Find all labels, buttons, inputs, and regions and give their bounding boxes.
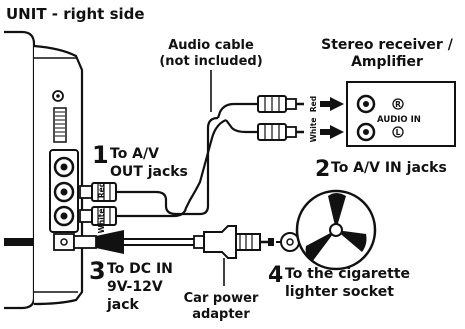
unit-red-label: Red [97,182,106,198]
car-adapter-label-line1: Car power [184,291,259,306]
rca-plugs-receiver [257,95,304,141]
rca-plugs-unit [79,182,117,226]
step-3-line2: 9V-12V [107,279,163,295]
step-3-line3: jack [106,297,140,313]
unit-white-label: White [97,209,106,234]
receiver-panel [346,81,456,147]
step-4-number: 4 [268,263,283,288]
audio-cable-label-line1: Audio cable [168,38,254,53]
receiver-title-line2: Amplifier [351,54,423,70]
audio-cable-label-line2: (not included) [159,54,262,69]
receiver-audio-in-label: AUDIO IN [377,115,421,125]
receiver-title-line1: Stereo receiver / [321,37,454,53]
dc-power-cable [73,230,205,254]
receiver-white-label: White [309,118,318,143]
step-4-line2: lighter socket [285,284,394,300]
av-out-jacks [53,156,75,227]
dc-in-jack [53,233,75,251]
step-1-line1: To A/V [110,146,159,162]
car-power-adapter-plug [203,225,274,286]
car-adapter-label-line2: adapter [192,307,250,322]
diagram-title: UNIT - right side [6,5,145,23]
step-3-number: 3 [89,257,106,285]
step-3-line1: To DC IN [107,261,173,277]
receiver-jack-r-label: R [395,100,401,109]
step-2-number: 2 [315,157,330,182]
receiver-red-label: Red [309,96,318,112]
step-1-line2: OUT jacks [110,164,188,180]
audio-cable-wires [116,102,260,218]
step-2-line1: To A/V IN jacks [331,160,447,176]
cigarette-lighter-socket [276,189,377,271]
arrows-to-receiver [320,97,344,139]
step-1-number: 1 [92,141,109,169]
receiver-jack-l-label: L [396,128,401,137]
step-4-line1: To the cigarette [285,266,410,282]
